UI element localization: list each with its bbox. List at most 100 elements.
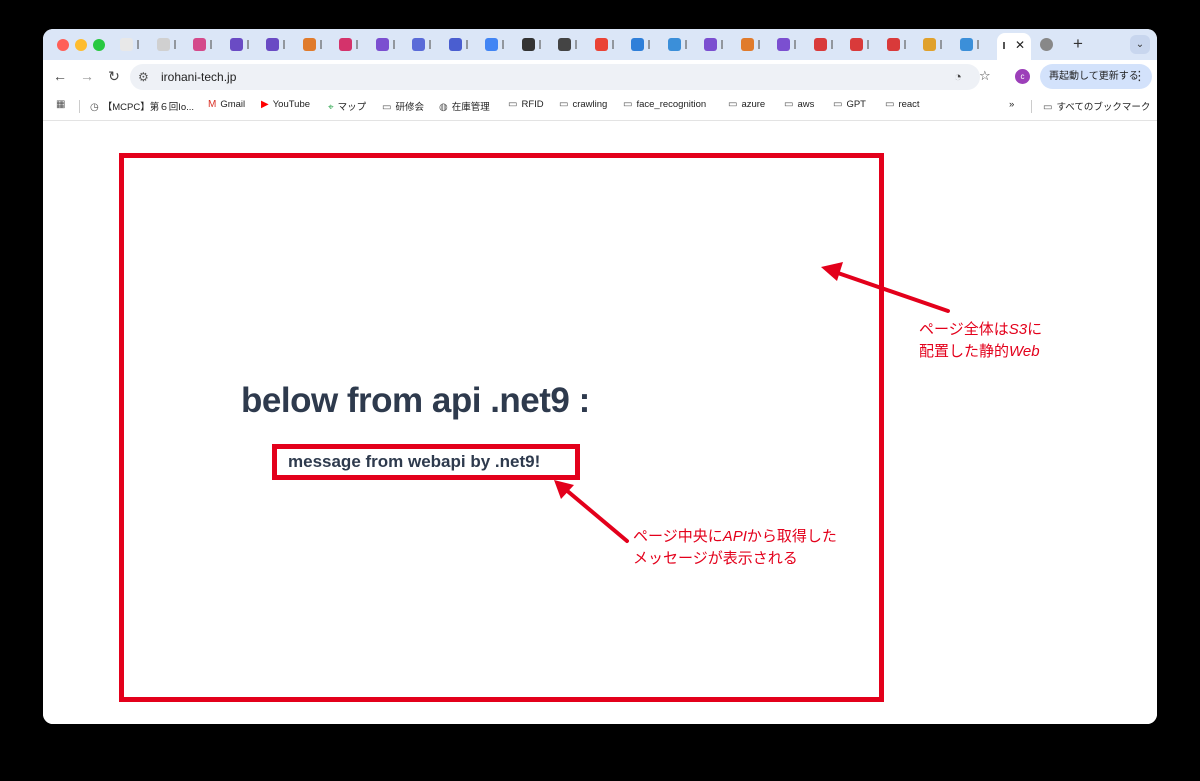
bookmark-item[interactable]: ▭GPT — [833, 99, 866, 110]
youtube-icon: ▶ — [261, 99, 269, 110]
tab[interactable] — [115, 36, 149, 54]
bookmark-label: face_recognition — [636, 99, 707, 110]
app-icon — [886, 38, 900, 51]
app-icon — [813, 38, 827, 51]
tab[interactable] — [699, 36, 733, 54]
relaunch-button[interactable]: 再起動して更新する — [1040, 64, 1152, 89]
app-icon — [959, 38, 973, 51]
bookmark-label: 【MCPC】第６回Io... — [102, 102, 195, 113]
all-bookmarks-button[interactable]: ▭すべてのブックマーク — [1043, 99, 1150, 113]
folder-icon: ▭ — [784, 99, 794, 110]
tab[interactable] — [663, 36, 697, 54]
bookmark-item[interactable]: ◷【MCPC】第６回Io... — [90, 99, 194, 113]
tab[interactable] — [736, 36, 770, 54]
bookmark-item[interactable]: ▭crawling — [559, 99, 607, 110]
tab-title-fragment — [684, 40, 687, 49]
annotation-text: ページ中央に — [633, 528, 723, 545]
maps-icon: ⌖ — [328, 102, 334, 113]
annotation-text: API — [722, 528, 747, 545]
tab[interactable] — [480, 36, 514, 54]
tab-title-fragment — [356, 40, 358, 49]
bookmark-label: Gmail — [220, 99, 246, 110]
app-icon — [266, 38, 279, 51]
tab-loading[interactable] — [1035, 36, 1069, 54]
apps-grid-icon[interactable]: ▦ — [56, 99, 66, 110]
app-icon — [302, 38, 316, 51]
tab[interactable] — [334, 36, 368, 54]
tab[interactable] — [955, 36, 989, 54]
tab[interactable] — [444, 36, 478, 54]
tab[interactable] — [407, 36, 441, 54]
tab[interactable] — [882, 36, 916, 54]
new-tab-button[interactable]: + — [1073, 34, 1083, 53]
tab-title-fragment — [392, 40, 395, 49]
tab[interactable] — [772, 36, 806, 54]
menu-kebab-icon[interactable]: ⋮ — [1133, 68, 1146, 83]
bookmark-label: react — [898, 99, 920, 110]
folder-icon: ▭ — [1043, 102, 1053, 113]
forward-button[interactable]: → — [78, 68, 96, 84]
tab[interactable] — [188, 36, 222, 54]
profile-avatar[interactable]: c — [1015, 69, 1030, 84]
zoom-window-button[interactable] — [93, 39, 105, 51]
all-bookmarks-label: すべてのブックマーク — [1056, 102, 1151, 113]
bookmark-item[interactable]: ▭aws — [784, 99, 814, 110]
tab[interactable] — [626, 36, 660, 54]
bookmark-label: 在庫管理 — [451, 102, 490, 113]
tab[interactable] — [261, 36, 295, 54]
bookmark-item[interactable]: ▭RFID — [508, 99, 544, 110]
bookmark-label: YouTube — [272, 99, 311, 110]
tab[interactable] — [152, 36, 186, 54]
annotation-static-web: ページ全体はS3に 配置した静的Web — [919, 319, 1042, 363]
bookmarks-overflow-button[interactable]: » — [1009, 99, 1015, 110]
bookmark-label: マップ — [337, 102, 367, 113]
minimize-window-button[interactable] — [75, 39, 87, 51]
bookmark-item[interactable]: ⌖マップ — [328, 99, 366, 113]
back-button[interactable]: ← — [51, 68, 69, 84]
address-url[interactable]: irohani-tech.jp — [161, 70, 237, 84]
tab-search-button[interactable]: ⌄ — [1130, 35, 1150, 54]
address-bar[interactable]: ⚙ irohani-tech.jp ◔ — [130, 64, 980, 90]
bookmark-item[interactable]: ◍在庫管理 — [439, 99, 490, 113]
bookmark-item[interactable]: ▭azure — [728, 99, 765, 110]
tab[interactable] — [590, 36, 624, 54]
bookmark-item[interactable]: ▭face_recognition — [623, 99, 706, 110]
bookmark-item[interactable]: ▭研修会 — [382, 99, 424, 113]
bookmark-star-icon[interactable]: ☆ — [979, 68, 991, 83]
app-icon — [850, 38, 863, 51]
message-highlight-frame: message from webapi by .net9! — [272, 444, 580, 480]
tab-active[interactable]: ✕ — [997, 33, 1031, 60]
chevron-down-icon: ⌄ — [1135, 39, 1145, 50]
tab[interactable] — [517, 36, 551, 54]
tab[interactable] — [918, 36, 952, 54]
tab-title-fragment — [429, 40, 431, 49]
close-window-button[interactable] — [57, 39, 69, 51]
tab[interactable] — [809, 36, 843, 54]
annotation-text: S3 — [1008, 321, 1028, 338]
performance-icon[interactable]: ◔ — [954, 69, 962, 84]
folder-icon: ▭ — [559, 99, 569, 110]
tab[interactable] — [225, 36, 259, 54]
tab[interactable] — [553, 36, 587, 54]
google-icon — [485, 38, 498, 51]
relaunch-label: 再起動して更新する — [1049, 71, 1139, 82]
folder-icon: ▭ — [508, 99, 518, 110]
tab[interactable] — [371, 36, 405, 54]
tab-title-fragment — [465, 40, 468, 49]
tab-title-fragment — [210, 40, 212, 49]
bookmark-item[interactable]: ▶YouTube — [261, 99, 310, 110]
close-tab-icon[interactable]: ✕ — [1015, 38, 1026, 52]
tab-title-fragment — [830, 40, 833, 49]
tab-title-fragment — [721, 40, 723, 49]
reload-button[interactable]: ↻ — [105, 68, 123, 85]
bookmarks-divider — [79, 100, 80, 113]
folder-icon: ▭ — [885, 99, 895, 110]
bookmark-item[interactable]: ▭react — [885, 99, 920, 110]
api-message: message from webapi by .net9! — [288, 452, 541, 471]
app-icon — [740, 38, 754, 51]
tab[interactable] — [845, 36, 879, 54]
tab-title-fragment — [502, 40, 504, 49]
tab[interactable] — [298, 36, 332, 54]
site-settings-icon[interactable]: ⚙ — [138, 70, 149, 84]
